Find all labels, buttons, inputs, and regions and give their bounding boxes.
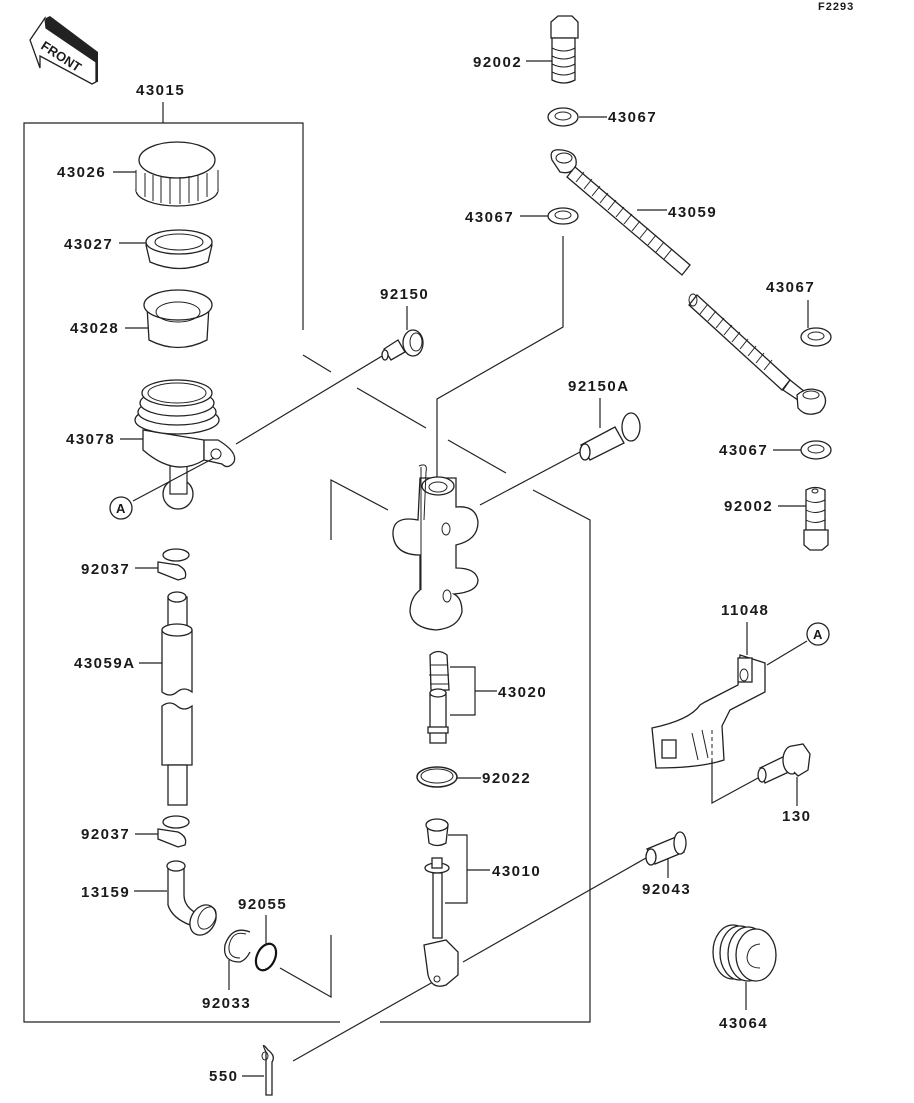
part-130-bolt[interactable] — [757, 743, 811, 784]
label-92150A[interactable]: 92150A — [568, 378, 630, 395]
reference-marker-a-right: A — [806, 622, 830, 646]
svg-text:A: A — [813, 627, 823, 642]
part-43026-reservoir-cap[interactable] — [135, 141, 219, 207]
part-43067-washer-top[interactable] — [547, 107, 579, 127]
label-43064[interactable]: 43064 — [719, 1015, 768, 1032]
part-43059A-hose[interactable] — [161, 591, 193, 806]
label-43028[interactable]: 43028 — [70, 320, 119, 337]
assembly-box-43015: 43015 — [23, 82, 591, 1023]
part-92043-clevis-pin[interactable] — [645, 831, 687, 866]
part-43059-brake-hose[interactable] — [550, 149, 827, 415]
part-92037-hose-clip-top[interactable] — [157, 548, 190, 581]
label-92043[interactable]: 92043 — [642, 881, 691, 898]
reference-marker-a-left: A — [109, 496, 133, 520]
label-92002-top[interactable]: 92002 — [473, 54, 522, 71]
part-11048-bracket[interactable] — [651, 654, 766, 769]
part-43078-reservoir[interactable] — [134, 379, 236, 510]
part-92150-bolt[interactable] — [381, 329, 424, 361]
part-43028-diaphragm[interactable] — [143, 289, 213, 349]
label-92002-bottom[interactable]: 92002 — [724, 498, 773, 515]
label-92022[interactable]: 92022 — [482, 770, 531, 787]
label-43010[interactable]: 43010 — [492, 863, 541, 880]
part-92037-hose-clip-bottom[interactable] — [157, 815, 190, 848]
part-43067-washer-right-upper[interactable] — [800, 327, 832, 347]
label-43020[interactable]: 43020 — [498, 684, 547, 701]
front-arrow-icon: FRONT — [29, 16, 98, 85]
part-550-cotter-pin[interactable] — [261, 1044, 274, 1096]
label-43026[interactable]: 43026 — [57, 164, 106, 181]
label-43067-right-upper[interactable]: 43067 — [766, 279, 815, 296]
part-43020-piston-set[interactable] — [427, 650, 450, 744]
label-43015[interactable]: 43015 — [136, 82, 185, 99]
part-92022-circlip[interactable] — [416, 766, 458, 788]
label-92037-top[interactable]: 92037 — [81, 561, 130, 578]
part-92150A-bolt[interactable] — [579, 412, 641, 461]
label-43027[interactable]: 43027 — [64, 236, 113, 253]
svg-text:A: A — [116, 501, 126, 516]
label-92033[interactable]: 92033 — [202, 995, 251, 1012]
label-43059[interactable]: 43059 — [668, 204, 717, 221]
label-92055[interactable]: 92055 — [238, 896, 287, 913]
part-43027-diaphragm-plate[interactable] — [145, 229, 213, 270]
part-43064-grommet[interactable] — [712, 924, 777, 982]
label-130[interactable]: 130 — [782, 808, 812, 825]
label-11048[interactable]: 11048 — [721, 602, 769, 619]
label-550[interactable]: 550 — [209, 1068, 239, 1085]
label-43059A[interactable]: 43059A — [74, 655, 136, 672]
label-43067-top[interactable]: 43067 — [608, 109, 657, 126]
part-92002-banjo-bolt-bottom[interactable] — [803, 486, 829, 551]
label-13159[interactable]: 13159 — [81, 884, 130, 901]
part-43067-washer-upper[interactable] — [547, 207, 579, 225]
label-92037-bottom[interactable]: 92037 — [81, 826, 130, 843]
part-92002-banjo-bolt-top[interactable] — [550, 15, 579, 84]
part-43067-washer-right-lower[interactable] — [800, 440, 832, 460]
part-43010-push-rod[interactable] — [423, 818, 459, 987]
part-13159-elbow-fitting[interactable] — [166, 860, 221, 940]
label-92150[interactable]: 92150 — [380, 286, 429, 303]
label-43067-upper[interactable]: 43067 — [465, 209, 514, 226]
figure-code: F2293 — [818, 1, 854, 13]
label-43067-right-lower[interactable]: 43067 — [719, 442, 768, 459]
part-master-cylinder-body[interactable] — [392, 464, 479, 631]
part-92055-o-ring[interactable] — [252, 941, 280, 974]
part-92033-circlip[interactable] — [223, 929, 251, 963]
label-43078[interactable]: 43078 — [66, 431, 115, 448]
